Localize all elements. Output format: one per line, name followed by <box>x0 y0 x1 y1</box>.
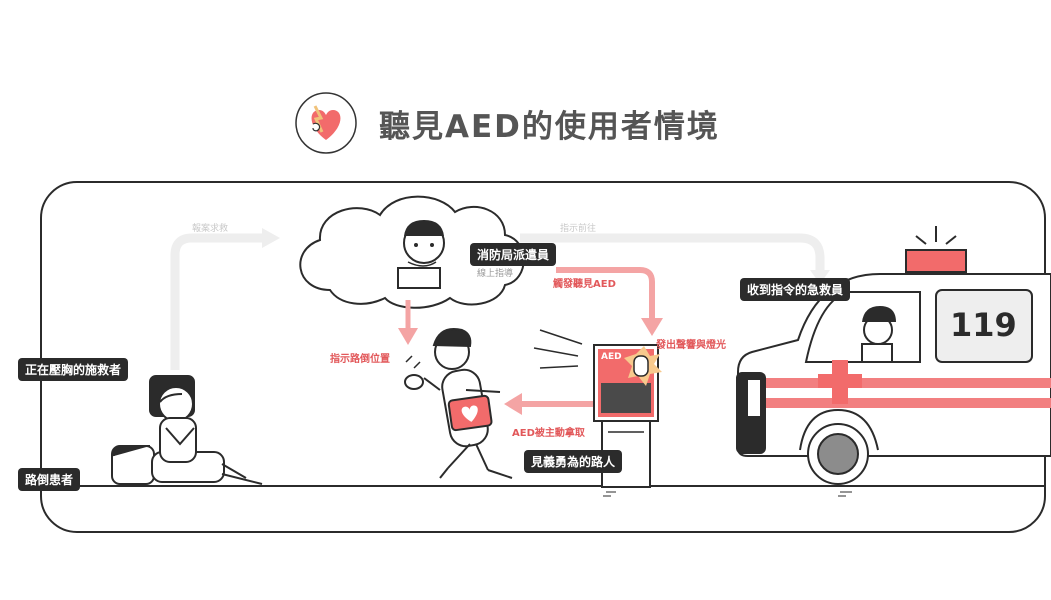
carried-aed <box>447 394 493 432</box>
ground-marks <box>603 491 852 497</box>
trigger-arrow <box>556 267 655 320</box>
rescuer-figure <box>149 375 197 463</box>
alarm-light <box>624 346 662 386</box>
ambulance <box>736 226 1051 485</box>
ambulance-number: 119 <box>950 306 1017 344</box>
patient-tag: 路倒患者 <box>18 468 81 491</box>
instruct-go-arrow <box>520 233 825 272</box>
taken-label: AED被主動拿取 <box>512 428 585 439</box>
online-guide-label: 線上指導 <box>477 269 514 279</box>
point-location-label: 指示路倒位置 <box>330 354 390 365</box>
dispatcher-tag: 消防局派遣員 <box>470 243 557 266</box>
motion-lines <box>405 355 421 369</box>
trigger-arrow-head <box>641 318 663 336</box>
page-title: 聽見AED的使用者情境 <box>379 108 720 145</box>
instruct-go-arrow-head <box>810 270 830 284</box>
rescuer-tag: 正在壓胸的施救者 <box>18 358 129 381</box>
report-arrow-head <box>262 228 280 248</box>
heart-aed-logo-icon <box>295 92 357 154</box>
header: 聽見AED的使用者情境 <box>295 92 720 154</box>
bystander-tag: 見義勇為的路人 <box>524 450 623 473</box>
aed-cabinet-label: AED <box>601 352 622 362</box>
point-location-arrow-head <box>398 328 418 345</box>
siren <box>905 249 967 273</box>
dispatcher-figure <box>397 220 445 289</box>
report-arrow <box>170 233 262 370</box>
report-label: 報案求救 <box>192 224 229 234</box>
trigger-label: 觸發聽見AED <box>553 279 616 290</box>
taken-arrow-head <box>504 393 522 415</box>
emt-tag: 收到指令的急救員 <box>740 278 851 301</box>
sound-lines <box>533 329 583 369</box>
sound-light-label: 發出聲響與燈光 <box>656 340 726 351</box>
instruct-go-label: 指示前往 <box>560 224 597 234</box>
